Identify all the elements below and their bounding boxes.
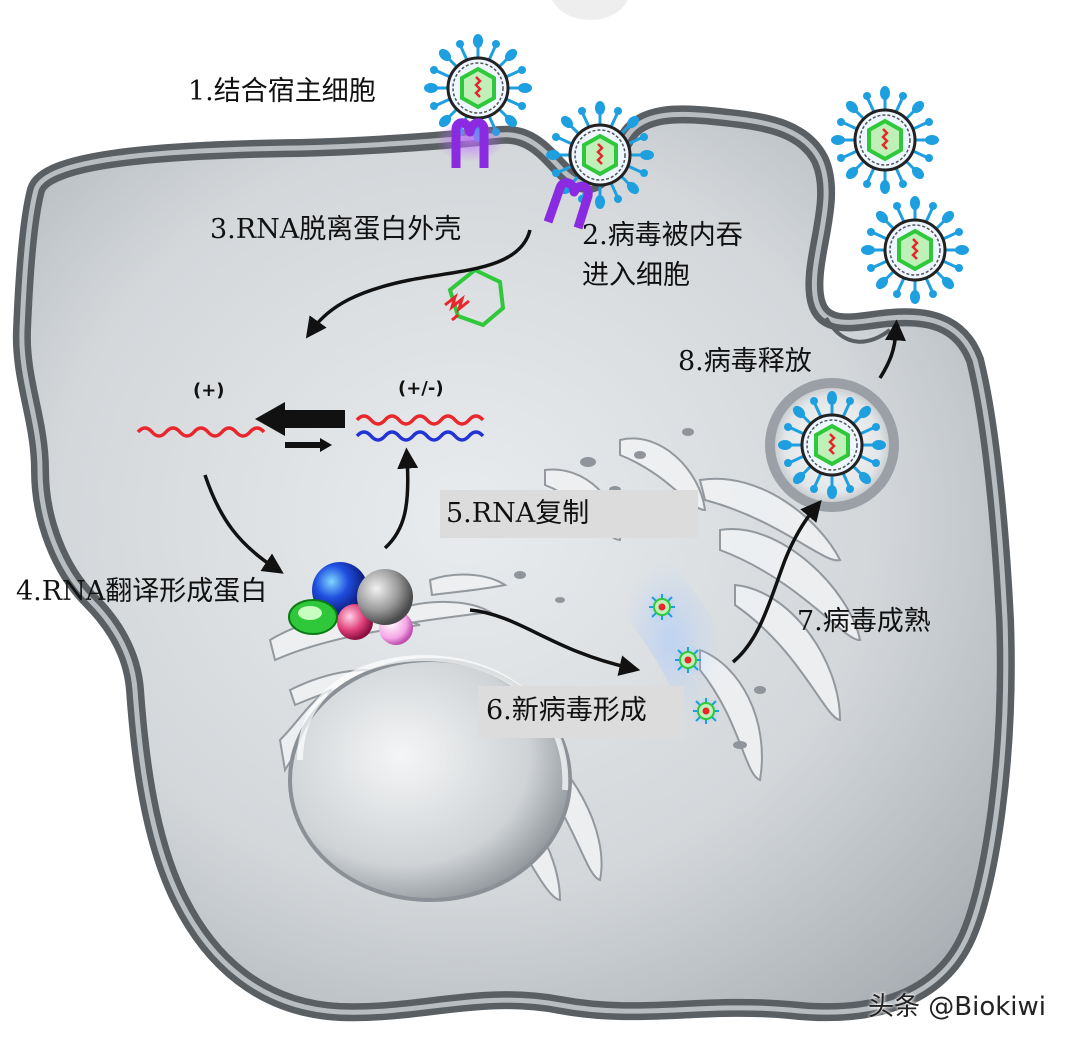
replication-thin-arrow — [285, 438, 332, 452]
watermark: 头条 @Biokiwi — [868, 992, 1047, 1022]
plus-strand-rna — [136, 426, 266, 438]
exit-channel — [824, 316, 892, 344]
protein-green-highlight — [298, 606, 322, 620]
assembly-glow — [595, 535, 754, 731]
new-virion-icon-1 — [646, 591, 678, 623]
step-5-label: 5.RNA复制 — [446, 498, 590, 529]
process-arrows — [203, 229, 906, 676]
plus-strand-rna-2 — [355, 414, 485, 426]
step-4-label: 4.RNA翻译形成蛋白 — [16, 576, 268, 607]
plus-strand-sign: (+) — [193, 380, 225, 401]
new-virion-icon-2 — [672, 644, 704, 676]
new-virion-icon-3 — [690, 695, 722, 727]
protein-gray-icon — [357, 569, 413, 625]
step-7-label: 7.病毒成熟 — [797, 606, 931, 637]
replication-label-box — [440, 490, 698, 538]
step-2-label-line1: 2.病毒被内吞 — [582, 220, 743, 251]
step-1-label: 1.结合宿主细胞 — [188, 76, 376, 107]
uncoated-capsid-icon — [447, 267, 506, 328]
receptor-2-icon — [543, 178, 593, 230]
plus-minus-strand-sign: (+/-) — [398, 378, 444, 399]
released-rna-icon — [444, 292, 470, 322]
step-6-label: 6.新病毒形成 — [486, 695, 647, 726]
receptor-1-icon — [451, 118, 489, 168]
step-3-label: 3.RNA脱离蛋白外壳 — [210, 214, 462, 245]
minus-strand-rna — [355, 430, 485, 442]
released-virus-icon-1 — [829, 84, 941, 196]
translation-thick-arrow — [255, 402, 345, 436]
vesicle-virus-icon — [776, 389, 888, 501]
top-glow — [552, 0, 628, 20]
released-virus-icon-2 — [859, 194, 971, 306]
assembly-label-box — [478, 686, 684, 738]
step-2-label-line2: 进入细胞 — [582, 260, 690, 291]
step-8-label: 8.病毒释放 — [678, 346, 812, 377]
